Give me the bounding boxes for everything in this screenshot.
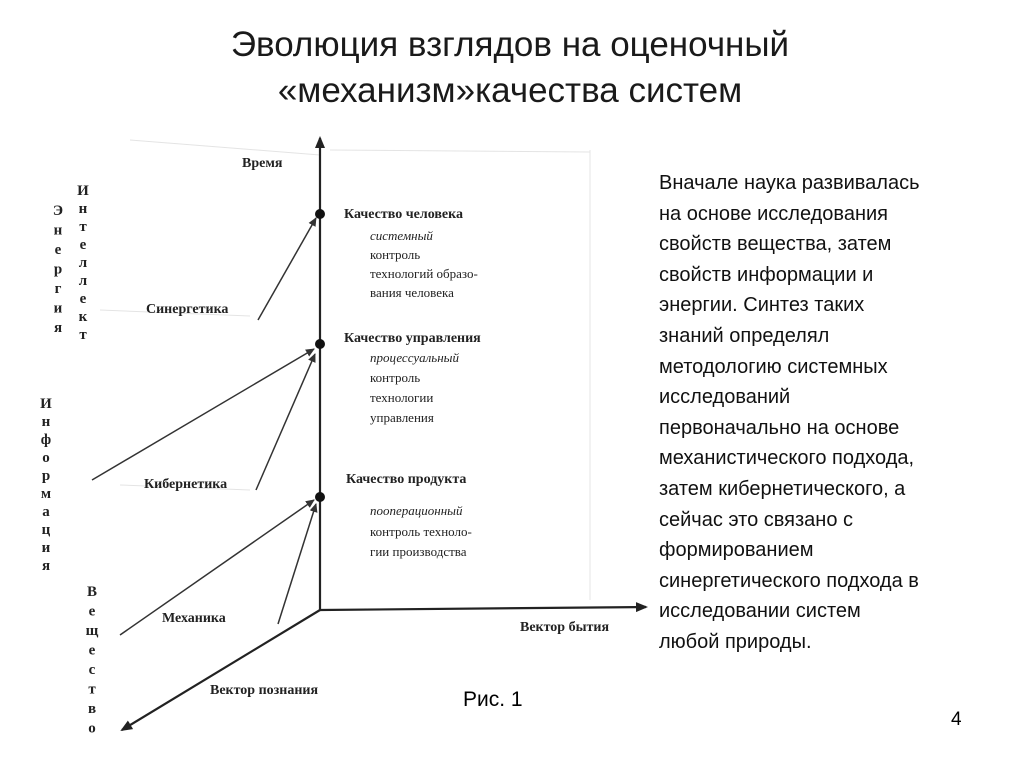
- description-line: свойств информации и: [659, 263, 874, 286]
- description-line: свойств вещества, затем: [659, 233, 892, 256]
- page-number: 4: [951, 709, 962, 730]
- description-line: синергетического подхода в: [659, 569, 919, 592]
- figure-caption: Рис. 1: [463, 688, 523, 711]
- quality-levels: [315, 209, 325, 502]
- background-guides: [99, 139, 591, 600]
- being-axis-label: Вектор бытия: [520, 620, 609, 635]
- description-text: Вначале наука развивалась на основе иссле…: [659, 168, 1009, 658]
- title-line-2: «механизм»качества систем: [277, 71, 743, 110]
- node-title: Качество продукта: [346, 472, 466, 487]
- knowledge-axis: [120, 609, 321, 732]
- node-line: гии производства: [370, 544, 467, 559]
- mechanics-arrow-lower: [277, 503, 318, 625]
- level-dot-management: [315, 339, 325, 349]
- node-line: контроль техноло-: [370, 524, 472, 539]
- node-line: процессуальный: [370, 350, 459, 365]
- synergetics-label: Синергетика: [146, 302, 228, 317]
- node-line: технологий образо-: [370, 266, 478, 281]
- cybernetics-arrow-lower: [255, 353, 316, 491]
- node-product-quality: Качество продукта пооперационный контрол…: [346, 472, 472, 559]
- node-line: управления: [370, 410, 434, 425]
- description-line: первоначально на основе: [659, 416, 900, 439]
- node-title: Качество управления: [344, 331, 481, 346]
- description-line: методологию системных: [659, 355, 888, 378]
- synergetics-arrow: [257, 217, 317, 321]
- axes: [120, 136, 648, 732]
- description-line: энергии. Синтез таких: [659, 294, 865, 317]
- node-human-quality: Качество человека системный контроль тех…: [344, 207, 478, 300]
- title-line-1: Эволюция взглядов на оценочный: [230, 25, 790, 64]
- description-line: на основе исследования: [659, 202, 888, 225]
- node-line: пооперационный: [370, 503, 463, 518]
- node-line: технологии: [370, 390, 433, 405]
- approach-arrows: [91, 217, 318, 636]
- description-line: любой природы.: [659, 630, 812, 653]
- time-axis-label: Время: [242, 156, 283, 171]
- node-management-quality: Качество управления процессуальный контр…: [344, 331, 481, 425]
- slide-title: Эволюция взглядов на оценочный «механизм…: [120, 22, 900, 114]
- node-line: контроль: [370, 370, 420, 385]
- being-axis: [319, 602, 648, 613]
- node-line: вания человека: [370, 285, 454, 300]
- cybernetics-arrow-upper: [91, 348, 315, 481]
- level-dot-human: [315, 209, 325, 219]
- description-line: знаний определял: [659, 324, 830, 347]
- knowledge-axis-label: Вектор познания: [210, 683, 318, 698]
- description-line: затем кибернетического, а: [659, 477, 906, 500]
- node-line: системный: [370, 228, 433, 243]
- level-dot-product: [315, 492, 325, 502]
- mechanics-label: Механика: [162, 611, 226, 626]
- description-line: сейчас это связано с: [659, 508, 854, 531]
- description-line: формированием: [659, 539, 814, 562]
- mechanics-arrow-upper: [119, 499, 315, 636]
- node-line: контроль: [370, 247, 420, 262]
- node-title: Качество человека: [344, 207, 463, 222]
- quality-evolution-diagram: Время Вектор бытия Вектор познания Качес…: [40, 136, 648, 737]
- description-line: Вначале наука развивалась: [659, 172, 920, 194]
- cybernetics-label: Кибернетика: [144, 477, 227, 492]
- description-line: исследований: [659, 386, 791, 409]
- description-line: механистического подхода,: [659, 447, 915, 470]
- description-line: исследовании систем: [659, 600, 861, 623]
